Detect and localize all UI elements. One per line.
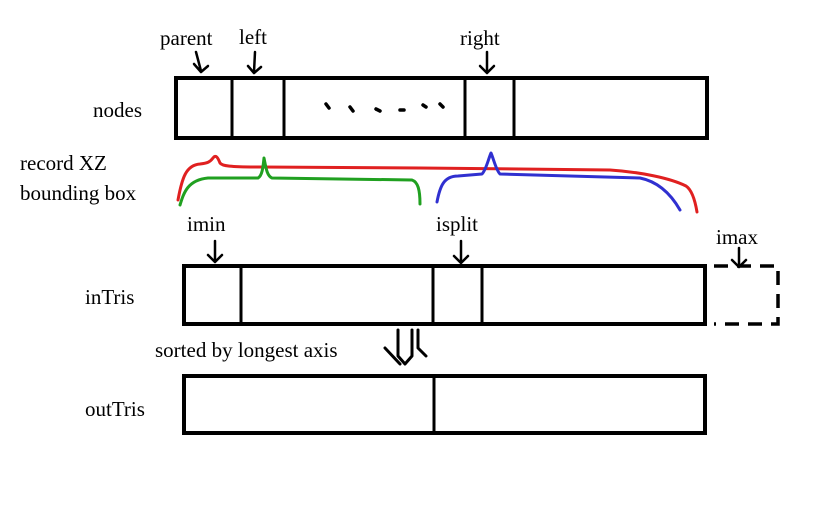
sort-arrows-icon <box>383 328 428 366</box>
parent-arrow-icon <box>192 50 210 74</box>
right-arrow-icon <box>478 50 496 75</box>
outtris-label: outTris <box>85 397 145 421</box>
record-label-line1: record XZ <box>20 151 107 175</box>
nodes-array <box>174 76 709 140</box>
intris-array <box>182 264 707 326</box>
intris-label: inTris <box>85 285 134 309</box>
imin-label: imin <box>187 212 226 236</box>
parent-label: parent <box>160 26 213 50</box>
blue-bounding-brace <box>435 151 682 212</box>
imax-dashed-box <box>714 264 780 326</box>
green-bounding-brace <box>178 156 422 207</box>
isplit-label: isplit <box>436 212 478 236</box>
left-arrow-icon <box>246 50 263 75</box>
red-bounding-brace <box>176 154 699 214</box>
sorted-label: sorted by longest axis <box>155 338 338 362</box>
imax-label: imax <box>716 225 758 249</box>
imin-arrow-icon <box>206 239 224 264</box>
ellipsis-dashes <box>324 102 445 113</box>
imax-arrow-icon <box>730 246 748 269</box>
record-label-line2: bounding box <box>20 181 137 205</box>
right-label: right <box>460 26 500 50</box>
nodes-label: nodes <box>93 98 142 122</box>
outtris-array <box>182 374 707 435</box>
isplit-arrow-icon <box>452 239 470 265</box>
left-label: left <box>239 25 267 49</box>
